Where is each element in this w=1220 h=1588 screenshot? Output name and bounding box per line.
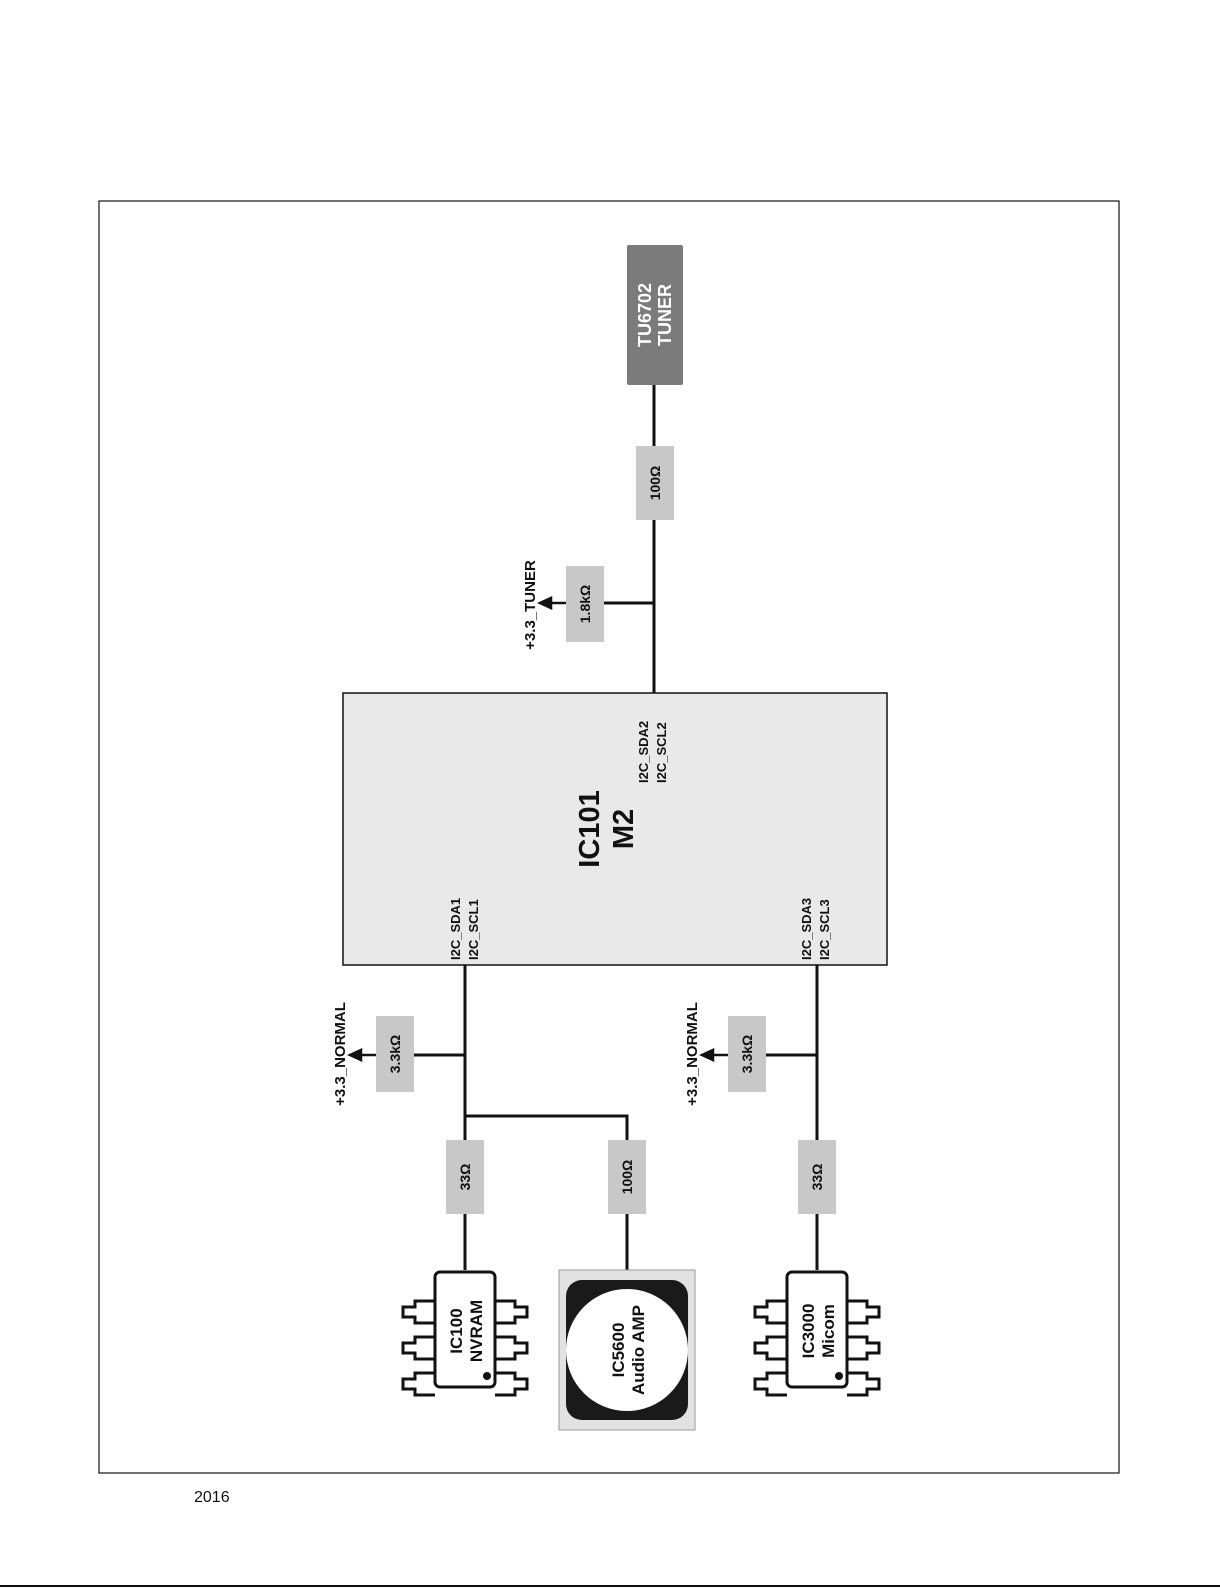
- micom-name: Micom: [819, 1304, 838, 1358]
- bus2-sda-label: I2C_SDA2: [636, 721, 651, 783]
- rail-tuner-label: +3.3_TUNER: [522, 560, 539, 650]
- resistor-tuner-pullup-value: 1.8kΩ: [577, 585, 593, 623]
- resistor-amp-series: 100Ω: [608, 1140, 646, 1214]
- nvram-name: NVRAM: [467, 1300, 486, 1362]
- nvram-pin1-dot: [483, 1372, 491, 1380]
- bus3-scl-label: I2C_SCL3: [817, 899, 832, 960]
- bus1-scl-label: I2C_SCL1: [466, 899, 481, 960]
- rail-bus3-label: +3.3_NORMAL: [684, 1002, 701, 1106]
- wire-amp-branch: [465, 1116, 627, 1270]
- footer-year: 2016: [194, 1489, 230, 1507]
- resistor-micom-series: 33Ω: [798, 1140, 836, 1214]
- resistor-tuner-pullup: 1.8kΩ: [566, 566, 604, 642]
- micom-designator: IC3000: [799, 1304, 818, 1359]
- bus1-sda-label: I2C_SDA1: [448, 898, 463, 960]
- audio-amp-designator: IC5600: [609, 1323, 628, 1378]
- nvram-label: IC100 NVRAM: [447, 1300, 486, 1362]
- resistor-bus3-pullup: 3.3kΩ: [728, 1016, 766, 1092]
- audio-amp-name: Audio AMP: [629, 1305, 648, 1395]
- tuner-label: TU6702 TUNER: [635, 283, 675, 347]
- bus1-rail-arrow-head: [350, 1050, 361, 1060]
- tuner-name: TUNER: [655, 284, 675, 346]
- rail-bus1-label: +3.3_NORMAL: [332, 1002, 349, 1106]
- tuner-rail-arrow-head: [540, 598, 551, 608]
- ic101-designator: IC101: [574, 790, 606, 867]
- micom-pin1-dot: [835, 1372, 843, 1380]
- resistor-micom-series-value: 33Ω: [809, 1164, 825, 1191]
- bus3-sda-label: I2C_SDA3: [799, 898, 814, 960]
- audio-amp-chip: IC5600 Audio AMP: [559, 1270, 695, 1430]
- resistor-tuner-series-value: 100Ω: [647, 466, 663, 501]
- tuner-designator: TU6702: [635, 283, 655, 347]
- bus2-scl-label: I2C_SCL2: [654, 722, 669, 783]
- ic101-name: M2: [608, 809, 640, 849]
- resistor-nvram-series: 33Ω: [446, 1140, 484, 1214]
- resistor-amp-series-value: 100Ω: [619, 1160, 635, 1195]
- nvram-designator: IC100: [447, 1308, 466, 1353]
- resistor-bus3-pullup-value: 3.3kΩ: [739, 1035, 755, 1073]
- bus3-rail-arrow-head: [702, 1050, 713, 1060]
- resistor-bus1-pullup-value: 3.3kΩ: [387, 1035, 403, 1073]
- micom-label: IC3000 Micom: [799, 1304, 838, 1359]
- resistor-bus1-pullup: 3.3kΩ: [376, 1016, 414, 1092]
- resistor-nvram-series-value: 33Ω: [457, 1164, 473, 1191]
- bottom-rule: [0, 1585, 1220, 1587]
- nvram-chip: IC100 NVRAM: [403, 1272, 527, 1395]
- resistor-tuner-series: 100Ω: [636, 446, 674, 520]
- micom-chip: IC3000 Micom: [755, 1272, 879, 1395]
